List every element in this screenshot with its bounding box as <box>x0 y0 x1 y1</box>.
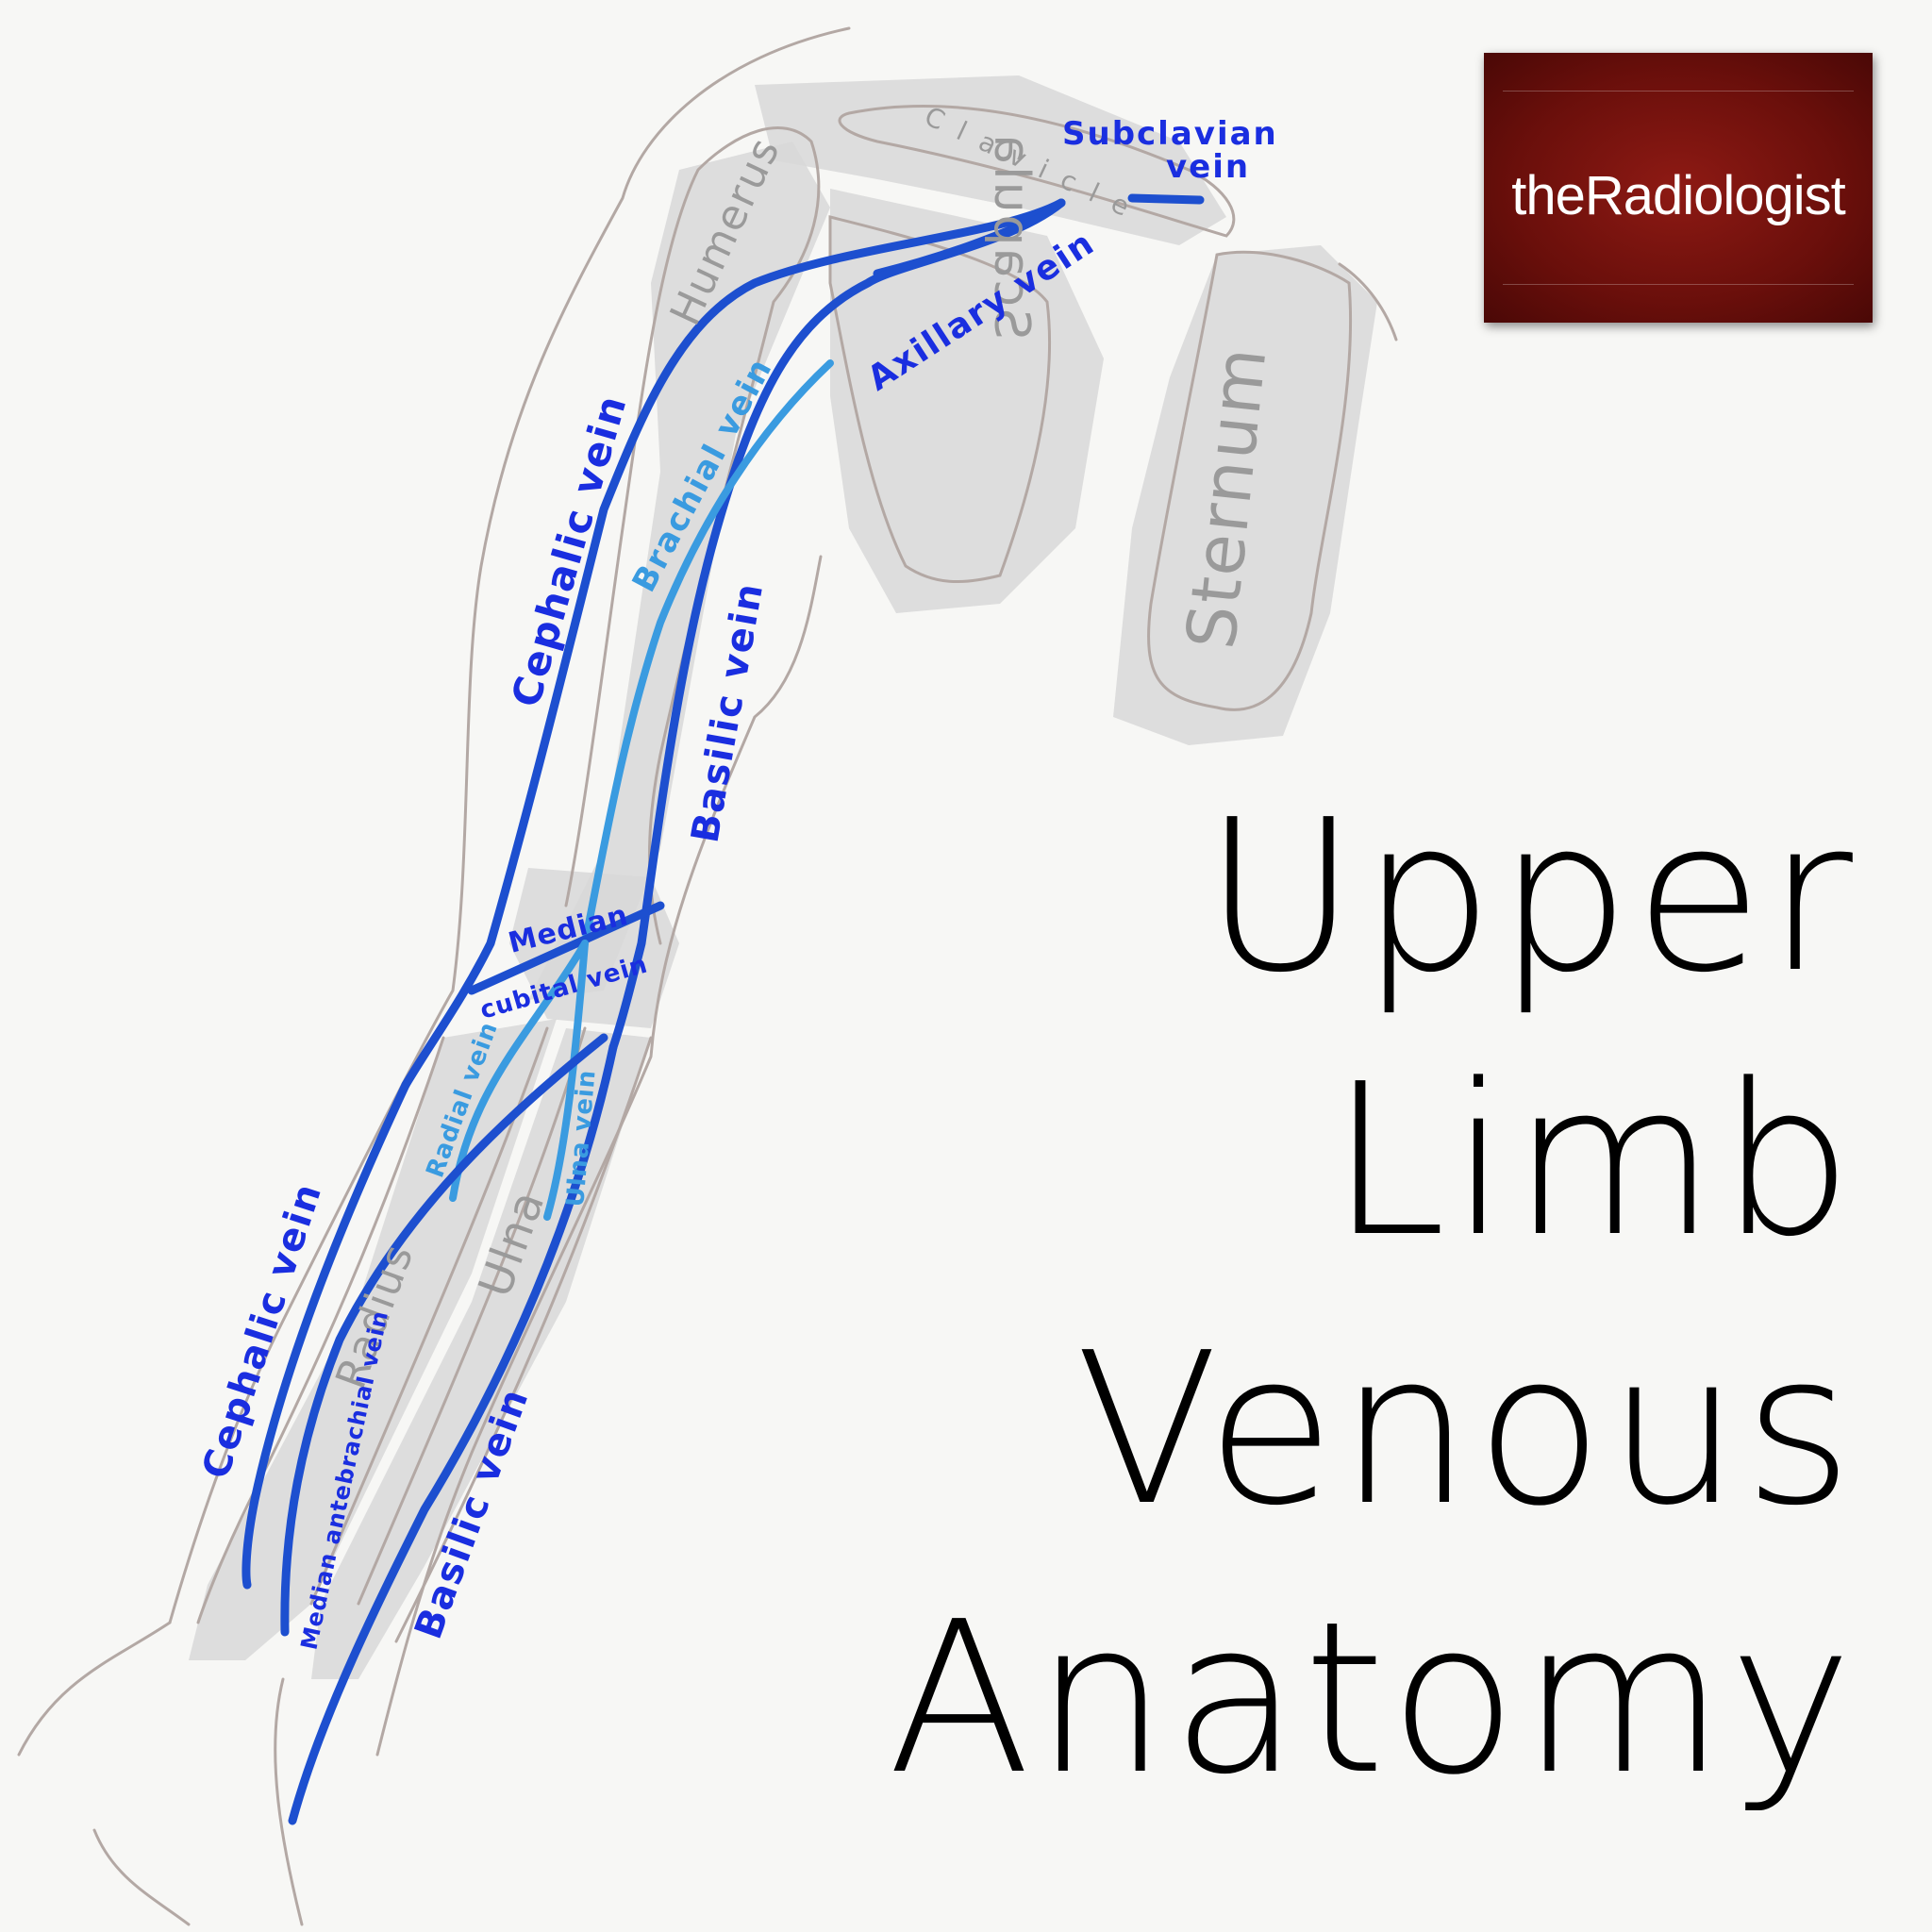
basilic-vein-lower <box>288 1042 618 1825</box>
logo-rule-top <box>1503 91 1854 92</box>
subclavian-label-line2: vein <box>1166 148 1250 186</box>
clavicle-outline <box>838 105 1236 238</box>
scapula-outline <box>828 215 1052 583</box>
arm-outline-left <box>168 26 851 1624</box>
arm-outline-right <box>375 555 823 1757</box>
median-antebrachial-vein <box>280 1033 608 1637</box>
title-line-1: Upper <box>1203 775 1857 1019</box>
brand-logo: theRadiologist <box>1484 53 1873 323</box>
median-cubital-vein <box>467 901 665 995</box>
humerus-outline <box>564 126 821 945</box>
scapula-label: Scapula <box>983 132 1040 340</box>
title-line-2: Limb <box>1329 1040 1857 1283</box>
arm-outlines <box>17 26 1398 1926</box>
radius-bone-shape <box>189 1019 557 1660</box>
title-line-3: Venous <box>1074 1308 1857 1552</box>
hand-outline <box>17 1621 304 1926</box>
rib-line <box>1338 262 1398 341</box>
shoulder-bone-shape <box>755 75 1226 245</box>
cephalic-vein-upper <box>401 198 1066 1090</box>
radial-vein <box>449 940 589 1202</box>
title-line-4: Anatomy <box>887 1577 1857 1821</box>
ulna-vein <box>543 940 589 1221</box>
basilic-vein-upper <box>608 198 1066 1052</box>
subclavian-vein <box>1127 193 1205 205</box>
forearm-bones-outline <box>196 1026 653 1643</box>
scapula-bone-shape <box>830 189 1104 613</box>
brachial-vein <box>581 359 834 947</box>
cephalic-vein-lower <box>242 1080 410 1590</box>
sternum-bone-shape <box>1113 245 1377 745</box>
subclavian-label-line1: Subclavian <box>1062 115 1278 153</box>
logo-rule-bottom <box>1503 284 1854 285</box>
veins <box>242 193 1205 1825</box>
sternum-outline <box>1147 250 1353 711</box>
logo-text: theRadiologist <box>1511 165 1846 226</box>
